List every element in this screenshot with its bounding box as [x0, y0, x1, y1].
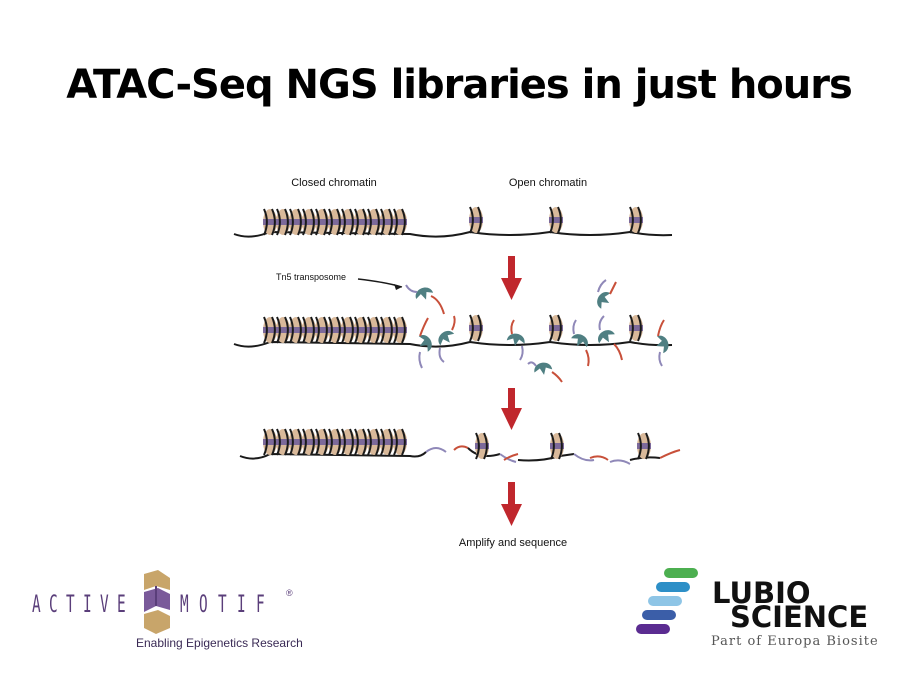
row-2-chromatin-with-tn5	[233, 279, 673, 383]
am-letter: I	[237, 590, 246, 618]
registered-mark: ®	[286, 588, 293, 598]
am-letter: C	[49, 590, 58, 618]
row-3-fragments	[239, 428, 681, 465]
am-letter: M	[180, 590, 189, 618]
am-letter: V	[100, 590, 109, 618]
label-tn5-transposome: Tn5 transposome	[276, 272, 346, 282]
down-arrow-2	[501, 388, 522, 430]
active-motif-emblem-icon	[144, 570, 170, 634]
label-closed-chromatin: Closed chromatin	[291, 177, 377, 189]
label-amplify-sequence: Amplify and sequence	[459, 537, 567, 549]
lubio-bar-icon	[636, 624, 670, 634]
open-nucleosome	[628, 206, 644, 234]
am-letter: T	[66, 590, 75, 618]
tn5-transposome-complexes	[405, 279, 671, 383]
open-nucleosome	[468, 206, 484, 234]
down-arrow-1	[501, 256, 522, 300]
lubio-word: LUBIO	[712, 576, 811, 610]
am-letter: I	[83, 590, 92, 618]
row-1-chromatin	[233, 206, 673, 238]
active-motif-logo: A C T I V E M O T I F ® Enabling Epigene…	[28, 568, 308, 658]
open-nucleosome	[548, 206, 564, 234]
down-arrow-3	[501, 482, 522, 526]
lubio-bar-icon	[648, 596, 682, 606]
lubio-tagline: Part of Europa Biosite	[711, 634, 879, 649]
closed-nucleosome-array	[262, 208, 408, 236]
am-letter: E	[117, 590, 126, 618]
am-letter: T	[218, 590, 227, 618]
lubio-bar-icon	[642, 610, 676, 620]
lubio-bar-icon	[664, 568, 698, 578]
label-open-chromatin: Open chromatin	[509, 177, 587, 189]
am-letter: O	[199, 590, 208, 618]
active-motif-tagline: Enabling Epigenetics Research	[136, 636, 303, 650]
am-letter: F	[256, 590, 265, 618]
slide-title: ATAC-Seq NGS libraries in just hours	[66, 62, 853, 108]
am-letter: A	[32, 590, 41, 618]
science-word: SCIENCE	[730, 600, 869, 634]
lubio-bar-icon	[656, 582, 690, 592]
lubio-science-logo: LUBIO SCIENCE Part of Europa Biosite	[634, 562, 894, 662]
